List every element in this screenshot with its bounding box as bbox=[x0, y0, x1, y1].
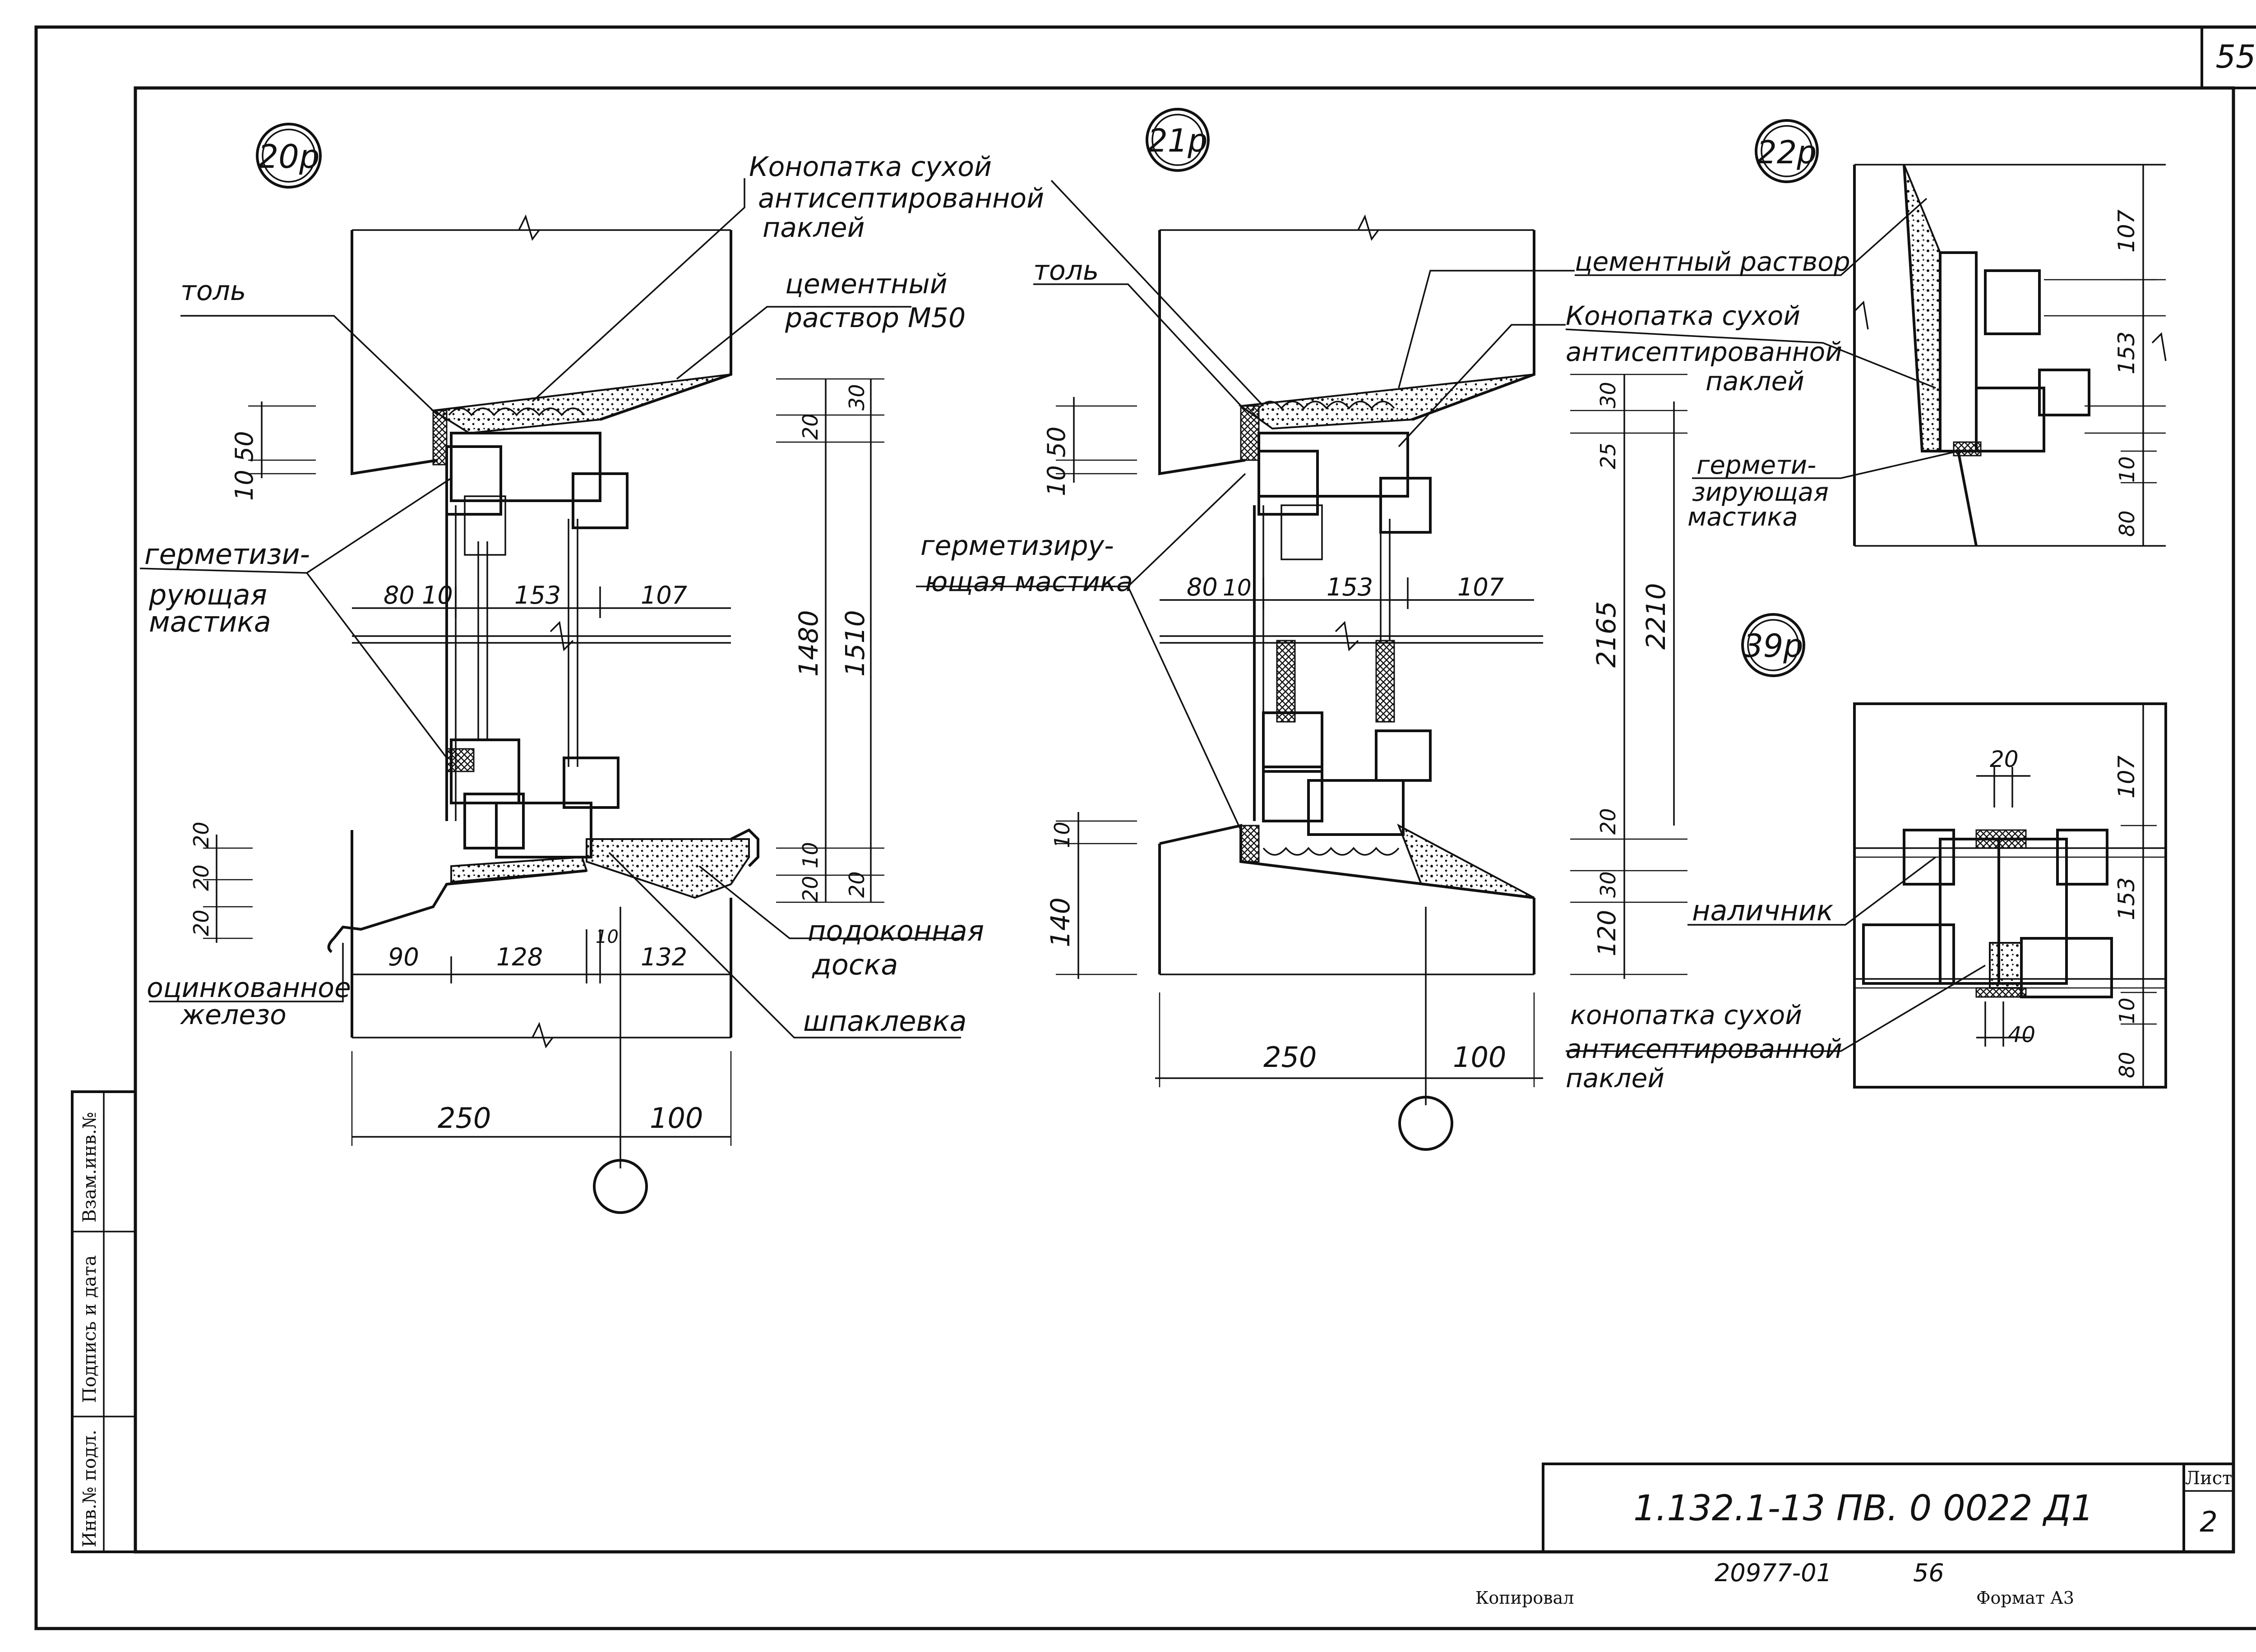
d21-dim-30b: 30 bbox=[1596, 871, 1620, 898]
d39-dim-10: 10 bbox=[2115, 997, 2139, 1024]
d22-germ-3: мастика bbox=[1687, 503, 1798, 532]
d22-konopatka-2: антисептированной bbox=[1566, 337, 1842, 367]
doc-code: 1.132.1-13 ПВ. 0 0022 Д1 bbox=[1633, 1488, 2094, 1529]
stamp-inv-podl: Инв.№ подл. bbox=[79, 1430, 100, 1547]
d21-dim-1050: 10 50 bbox=[1042, 426, 1071, 496]
d21-dim-120: 120 bbox=[1593, 910, 1621, 956]
d20-tol: толь bbox=[180, 275, 246, 307]
d20-germ-3: мастика bbox=[149, 605, 271, 638]
d20-zhelezo-2: железо bbox=[180, 999, 287, 1031]
d22-dim-10: 10 bbox=[2115, 456, 2139, 483]
d39-konopatka-2: антисептированной bbox=[1566, 1034, 1842, 1064]
d21-germ-2: ющая мастика bbox=[925, 566, 1133, 598]
d39-konopatka-1: конопатка сухой bbox=[1570, 1000, 1802, 1030]
d22-dim-153: 153 bbox=[2113, 332, 2140, 374]
d39-konopatka-3: паклей bbox=[1566, 1063, 1664, 1094]
d21-dim-10: 10 bbox=[1223, 575, 1252, 601]
detail-20p: 20р bbox=[139, 123, 1044, 1214]
d20-dim-20a: 20 bbox=[798, 413, 823, 440]
stamp-vzam: Взам.инв.№ bbox=[79, 1112, 100, 1223]
d20-dim-1050: 10 50 bbox=[230, 431, 259, 501]
d22-konopatka-3: паклей bbox=[1706, 366, 1804, 397]
detail-21p: 21р 80 bbox=[916, 108, 1687, 1151]
d22-dim-80: 80 bbox=[2115, 510, 2139, 537]
d21-dim-100: 100 bbox=[1453, 1041, 1506, 1074]
d20-konopatka-3: паклей bbox=[763, 212, 865, 244]
d20-dim-30: 30 bbox=[845, 384, 869, 411]
page-number-box bbox=[2201, 26, 2256, 89]
d21-dim-2210: 2210 bbox=[1641, 583, 1671, 650]
format-label: Формат А3 bbox=[1976, 1588, 2074, 1608]
d20-dim-250: 250 bbox=[438, 1102, 491, 1135]
d39-nalichnik: наличник bbox=[1692, 894, 1834, 927]
marker-20p: 20р bbox=[258, 138, 319, 175]
d20-cement-1: цементный bbox=[785, 268, 948, 300]
d39-dim-80: 80 bbox=[2115, 1052, 2139, 1078]
d39-dim-40: 40 bbox=[2008, 1022, 2035, 1047]
d20-dim-1510: 1510 bbox=[840, 610, 870, 677]
side-stamp: Инв.№ подл. Подпись и дата Взам.инв.№ bbox=[71, 1090, 137, 1553]
d20-konopatka-2: антисептированной bbox=[758, 183, 1044, 214]
d21-dim-107: 107 bbox=[1457, 573, 1504, 601]
d20-germ-2: рующая bbox=[148, 578, 267, 611]
d21-dim-2165: 2165 bbox=[1591, 601, 1622, 668]
d20-dim-10: 10 bbox=[422, 581, 453, 609]
order-page: 56 bbox=[1913, 1559, 1944, 1587]
order-number: 20977-01 bbox=[1715, 1559, 1832, 1587]
sheet-label: Лист bbox=[2185, 1468, 2233, 1489]
d21-dim-80: 80 bbox=[1187, 573, 1218, 601]
d20-cement-2: раствор М50 bbox=[785, 302, 966, 334]
d20-dim-153: 153 bbox=[514, 581, 561, 609]
d39-dim-107: 107 bbox=[2113, 755, 2140, 798]
d21-dim-140: 140 bbox=[1045, 897, 1076, 947]
d21-dim-10b: 10 bbox=[1050, 821, 1074, 848]
d20-shpaklevka: шпаклевка bbox=[803, 1005, 966, 1038]
d21-dim-20: 20 bbox=[1596, 808, 1620, 835]
d21-dim-25: 25 bbox=[1596, 443, 1620, 469]
d22-dim-107: 107 bbox=[2113, 209, 2140, 253]
d20-dim-10b: 10 bbox=[798, 842, 823, 868]
copied-label: Копировал bbox=[1475, 1588, 1574, 1608]
marker-21p: 21р bbox=[1147, 122, 1208, 159]
d20-dim-100: 100 bbox=[650, 1102, 703, 1135]
d20-dim-20-2: 20 bbox=[189, 864, 213, 891]
d39-dim-20: 20 bbox=[1990, 746, 2019, 772]
sheet-number: 2 bbox=[2200, 1505, 2217, 1538]
d21-germ-1: герметизиру- bbox=[920, 530, 1114, 562]
page-number: 55 bbox=[2215, 38, 2256, 75]
d22-cement: цементный раствор bbox=[1575, 246, 1850, 277]
detail-39p: 39р 20 40 107 153 10 80 наличник bbox=[1566, 613, 2167, 1094]
d21-dim-250: 250 bbox=[1263, 1041, 1317, 1074]
d20-dim-20c: 20 bbox=[845, 871, 869, 898]
d20-germ-1: герметизи- bbox=[144, 538, 310, 571]
d20-dim-20-3: 20 bbox=[189, 909, 213, 936]
sheet-inner-frame bbox=[134, 86, 2235, 1554]
d22-konopatka-1: Конопатка сухой bbox=[1566, 300, 1800, 331]
d21-dim-30: 30 bbox=[1596, 382, 1620, 408]
d20-dim-128: 128 bbox=[496, 943, 543, 971]
d22-germ-1: гермети- bbox=[1697, 451, 1816, 480]
title-block: 1.132.1-13 ПВ. 0 0022 Д1 Лист 2 20977-01… bbox=[1475, 1463, 2235, 1608]
d20-podokonnaya-1: подоконная bbox=[808, 914, 984, 947]
marker-22p: 22р bbox=[1757, 134, 1817, 171]
d20-dim-132: 132 bbox=[641, 943, 687, 971]
d20-podokonnaya-2: доска bbox=[812, 948, 898, 981]
d20-dim-20-1: 20 bbox=[189, 821, 213, 848]
d21-tol: толь bbox=[1033, 255, 1099, 286]
d20-zhelezo-1: оцинкованное bbox=[147, 972, 351, 1004]
d20-dim-10c: 10 bbox=[596, 927, 619, 947]
d22-germ-2: зирующая bbox=[1692, 478, 1829, 507]
detail-22p: 22р 107 153 10 80 цементный раствор Коно… bbox=[1565, 119, 2167, 547]
d20-konopatka-1: Конопатка сухой bbox=[749, 151, 992, 183]
d20-dim-90: 90 bbox=[388, 943, 419, 971]
stamp-podpis: Подпись и дата bbox=[79, 1255, 100, 1403]
d20-dim-1480: 1480 bbox=[793, 610, 824, 677]
d21-dim-153: 153 bbox=[1327, 573, 1373, 601]
d20-dim-107: 107 bbox=[641, 581, 687, 609]
d20-dim-80: 80 bbox=[384, 581, 415, 609]
marker-39p: 39р bbox=[1743, 628, 1803, 664]
d39-dim-153: 153 bbox=[2113, 877, 2140, 920]
d20-dim-20b: 20 bbox=[798, 876, 823, 902]
